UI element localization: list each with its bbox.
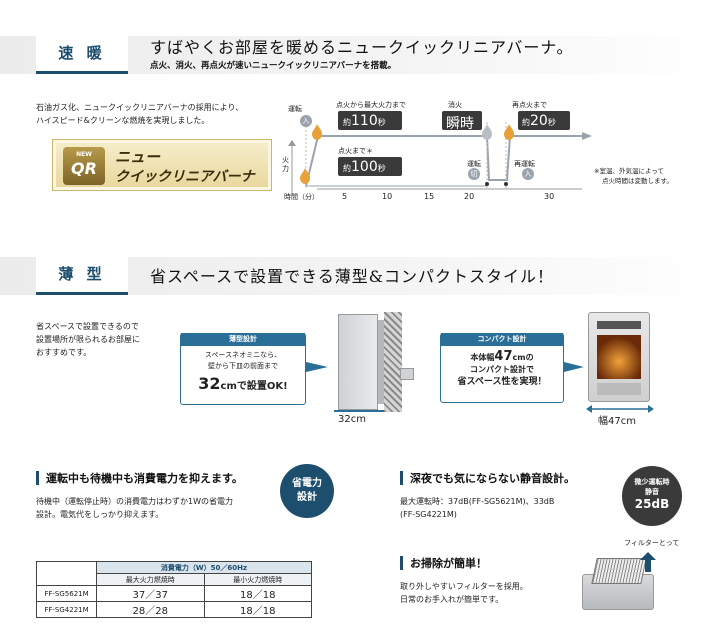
- col-header-max: 最大火力燃焼時: [96, 573, 205, 586]
- stop-label: 運転: [467, 160, 481, 168]
- x-tick: 20: [464, 192, 475, 201]
- lift-arrow-icon: [640, 552, 656, 572]
- restart-icon: 入: [522, 168, 534, 180]
- col-header-min: 最小火力燃焼時: [203, 573, 312, 586]
- power-heading: 運転中も待機中も消費電力を抑えます。: [46, 472, 243, 485]
- thin-design-callout: 薄型設計 スペースネオミニなら、 壁から下皿の前面まで 32cmで設置OK!: [180, 333, 306, 405]
- stop-dot: [485, 182, 489, 186]
- ignite-box: 約100秒: [338, 157, 402, 176]
- flame-icon: [300, 168, 310, 184]
- section-title: 省スペースで設置できる薄型&コンパクトスタイル！: [150, 267, 555, 286]
- power-description: 待機中（運転停止時）の消費電力はわずか1Wの省電力 設計。電気代をしっかり抑えま…: [36, 497, 233, 519]
- flame-icon: [312, 124, 322, 140]
- burner-logo: NEW QR: [63, 147, 105, 185]
- clean-description: 取り外しやすいフィルターを採用。 日常のお手入れが簡単です。: [400, 582, 528, 604]
- flame-icon: [504, 124, 514, 140]
- power-arrow: [582, 132, 592, 140]
- dimension-line: [334, 410, 384, 412]
- y-axis-arrow: [288, 140, 296, 146]
- thin-description: 省スペースで設置できるので 設置場所が限られるお部屋に おすすめです。: [36, 322, 140, 357]
- start-label: 運転: [288, 105, 302, 113]
- stop-icon: 切: [468, 168, 480, 180]
- table-row: FF-SG4221M 28／28 18／18: [36, 601, 312, 618]
- reignite-caption: 再点火まで: [512, 101, 547, 109]
- ignite-caption: 点火まで＊: [338, 147, 373, 155]
- x-tick: 10: [382, 192, 393, 201]
- new-burner-badge: NEW QR ニュー クイックリニアバーナ: [52, 139, 272, 191]
- flame-icon: [482, 124, 492, 140]
- section-tag: 速 暖: [36, 32, 128, 74]
- restart-label: 再運転: [514, 160, 535, 168]
- heading-bar: [400, 471, 403, 485]
- callout-pointer: [306, 362, 328, 372]
- fast-heat-description: 石油ガス化、ニュークイックリニアバーナの採用により、 ハイスピード&クリーンな燃…: [36, 103, 244, 125]
- width-dimension: 幅47cm: [598, 416, 636, 427]
- table-row: FF-SG5621M 37／37 18／18: [36, 585, 312, 602]
- quiet-description: 最大運転時：37dB(FF-SG5621M)、33dB (FF-SG4221M): [400, 497, 555, 519]
- x-tick: 5: [342, 192, 348, 201]
- reignite-box: 約20秒: [518, 111, 570, 130]
- max-power-caption: 点火から最大火力まで: [336, 101, 406, 109]
- compact-design-callout: コンパクト設計 本体幅47cmの コンパクト設計で 省スペース性を実現！: [440, 333, 564, 403]
- power-line: [305, 135, 587, 187]
- section-header-fast-heat: 速 暖 すばやくお部屋を暖めるニュークイックリニアバーナ。 点火、消火、再点火が…: [0, 32, 720, 78]
- start-icon: 入: [300, 115, 312, 127]
- section-header-thin: 薄 型 省スペースで設置できる薄型&コンパクトスタイル！: [0, 253, 720, 299]
- section-title: すばやくお部屋を暖めるニュークイックリニアバーナ。: [150, 38, 574, 57]
- ignition-timing-diagram: 運転 入 火力 点火から最大火力まで 約110秒 点火まで＊ 約100秒 消火 …: [282, 96, 612, 208]
- timing-lines: [288, 118, 592, 196]
- section-subtitle: 点火、消火、再点火が速いニュークイックリニアバーナを搭載。: [150, 61, 397, 71]
- heater-side-illustration: [334, 312, 434, 412]
- off-caption: 消火: [448, 101, 462, 109]
- restart-dot: [504, 182, 508, 186]
- filter-illustration: [578, 552, 658, 614]
- heading-bar: [36, 471, 39, 485]
- power-consumption-table: 消費電力（W）50／60Hz 最大火力燃焼時 最小火力燃焼時 FF-SG5621…: [36, 561, 312, 618]
- y-axis-label: 火力: [282, 156, 289, 173]
- x-tick: 15: [424, 192, 435, 201]
- width-dimension-line: [586, 405, 654, 413]
- power-saving-badge: 省電力 設計: [280, 464, 334, 518]
- max-power-box: 約110秒: [338, 111, 402, 130]
- ignition-note: ※室温、外気温によって 点火時間は変動します。: [594, 167, 673, 185]
- x-tick: 30: [544, 192, 555, 201]
- heading-bar: [400, 556, 403, 570]
- off-box: 瞬時: [442, 111, 482, 132]
- quiet-heading: 深夜でも気にならない静音設計。: [410, 472, 575, 485]
- side-depth-dimension: 32cm: [338, 414, 366, 425]
- table-title: 消費電力（W）50／60Hz: [96, 561, 312, 574]
- filter-handle-label: フィルターとって: [624, 539, 680, 547]
- clean-heading: お掃除が簡単！: [410, 557, 487, 570]
- callout-pointer: [564, 362, 584, 372]
- heater-front-illustration: [588, 312, 650, 402]
- x-axis-label: 時間（分）: [284, 193, 319, 201]
- section-tag: 薄 型: [36, 253, 128, 295]
- quiet-badge: 微少運転時 静音 25dB: [622, 466, 682, 526]
